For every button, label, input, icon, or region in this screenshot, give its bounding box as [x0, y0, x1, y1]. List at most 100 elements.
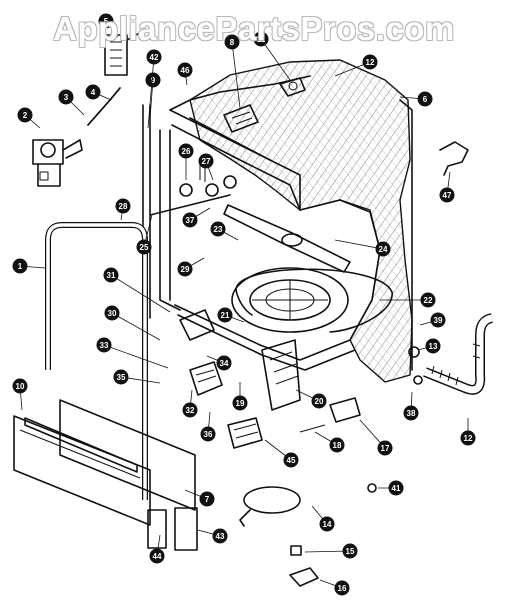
callout-42: 42: [146, 49, 162, 129]
callout-27: 27: [198, 153, 214, 181]
callout-13-badge: [425, 338, 441, 354]
callout-44-badge: [149, 548, 165, 564]
callout-11: 11: [253, 31, 291, 81]
callout-17-label: 17: [381, 444, 390, 453]
callout-3: 3: [58, 89, 85, 116]
callout-22-badge: [420, 292, 436, 308]
wire-harness-ring: [239, 486, 301, 527]
callout-26: 26: [178, 143, 194, 180]
callout-15-label: 15: [346, 547, 355, 556]
callout-12: 12: [334, 54, 378, 77]
callout-29: 29: [177, 257, 205, 277]
callout-25: 25: [136, 214, 153, 255]
callout-28: 28: [115, 198, 131, 221]
callout-1: 1: [12, 258, 46, 274]
callout-42-label: 42: [150, 53, 159, 62]
callout-11-leader: [260, 38, 291, 81]
callout-24-badge: [375, 241, 391, 257]
callout-21: 21: [217, 307, 245, 323]
callout-7-badge: [199, 491, 215, 507]
upper-bracket: [223, 104, 259, 133]
callout-45-badge: [283, 452, 299, 468]
callout-41-label: 41: [392, 484, 401, 493]
callout-7: 7: [184, 489, 215, 507]
callout-30-leader: [111, 312, 161, 341]
callout-45-label: 45: [287, 456, 296, 465]
callout-43-badge: [212, 528, 228, 544]
callout-16-label: 16: [338, 584, 347, 593]
callout-12b-badge: [460, 430, 476, 446]
callout-11-badge: [253, 31, 269, 47]
callout-12-badge: [362, 54, 378, 70]
callout-42-leader: [147, 56, 155, 129]
callout-32: 32: [182, 389, 198, 418]
callout-33: 33: [96, 337, 169, 369]
callout-25-label: 25: [140, 243, 149, 252]
callout-44: 44: [149, 534, 165, 564]
callout-5-label: 5: [104, 17, 109, 26]
callout-47-badge: [439, 187, 455, 203]
callout-14-badge: [319, 516, 335, 532]
callout-35-badge: [113, 369, 129, 385]
callout-21-badge: [217, 307, 233, 323]
callout-31-label: 31: [107, 271, 116, 280]
callout-6-label: 6: [423, 95, 428, 104]
pump-motor: [179, 309, 223, 396]
callout-42-badge: [146, 49, 162, 65]
lower-spray-arm: [223, 204, 351, 273]
callout-36-label: 36: [204, 430, 213, 439]
callout-2: 2: [17, 107, 41, 129]
callout-11-label: 11: [257, 35, 266, 44]
callout-31-leader: [110, 274, 171, 313]
callout-22: 22: [380, 292, 436, 308]
callout-5: 5: [98, 13, 119, 38]
drain-hose: [423, 313, 494, 395]
callout-35-label: 35: [117, 373, 126, 382]
callout-10-badge: [12, 378, 28, 394]
terminal-block: [227, 417, 263, 449]
callout-37: 37: [182, 207, 211, 228]
callout-31: 31: [103, 267, 171, 313]
callout-17-badge: [377, 440, 393, 456]
callout-24: 24: [334, 239, 391, 257]
callout-37-label: 37: [186, 216, 195, 225]
callout-35: 35: [113, 369, 161, 385]
callout-23: 23: [210, 221, 239, 241]
hose-clamp: [408, 346, 423, 385]
callout-7-label: 7: [205, 495, 210, 504]
callout-6: 6: [399, 91, 433, 107]
callout-34-label: 34: [220, 359, 229, 368]
callout-18-badge: [329, 437, 345, 453]
callout-38-label: 38: [407, 409, 416, 418]
screw: [367, 483, 377, 493]
callout-9: 9: [145, 72, 161, 119]
callout-46-label: 46: [181, 66, 190, 75]
callout-12b: 12: [460, 418, 476, 446]
callout-29-badge: [177, 261, 193, 277]
callout-18-label: 18: [333, 441, 342, 450]
insulation-pad: [147, 507, 198, 551]
rack-rail: [149, 175, 237, 216]
tub-insulation: [189, 59, 413, 383]
callout-32-label: 32: [186, 406, 195, 415]
heating-element: [235, 268, 393, 333]
callout-20: 20: [295, 389, 327, 409]
callout-26-label: 26: [182, 147, 191, 156]
callout-16-badge: [334, 580, 350, 596]
callout-43: 43: [197, 528, 228, 544]
water-inlet-manifold: [279, 77, 306, 97]
float-switch: [104, 29, 146, 76]
callout-39: 39: [419, 312, 446, 328]
callout-14-label: 14: [323, 520, 332, 529]
callout-46-badge: [177, 62, 193, 78]
callout-15-badge: [342, 543, 358, 559]
callout-15-leader: [304, 550, 351, 553]
callout-45: 45: [264, 439, 299, 468]
callout-20-badge: [311, 393, 327, 409]
callout-13-label: 13: [429, 342, 438, 351]
callout-46: 46: [177, 62, 193, 86]
mounting-clip: [289, 567, 319, 587]
callout-8: 8: [224, 34, 241, 109]
callout-38: 38: [403, 391, 419, 421]
water-valve: [32, 139, 83, 187]
